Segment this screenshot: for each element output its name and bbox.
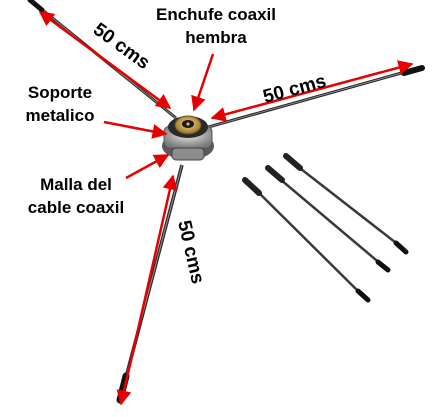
antenna-rod-icon <box>283 153 409 255</box>
label-connector-line1: Enchufe coaxil <box>156 5 276 24</box>
label-shield-line2: cable coaxil <box>28 198 124 217</box>
label-support-line1: Soporte <box>28 83 92 102</box>
arrow-shield-pointer <box>125 153 170 180</box>
spare-rods <box>242 153 409 303</box>
arrow-upper-left-length <box>38 10 172 110</box>
label-support-line2: metalico <box>26 106 95 125</box>
coaxial-connector-icon <box>162 115 214 161</box>
pointer-arrows <box>103 53 215 180</box>
label-shield-line1: Malla del <box>40 175 112 194</box>
label-connector-line2: hembra <box>185 28 247 47</box>
antenna-rod-icon <box>242 177 371 303</box>
arrow-connector-pointer <box>191 53 215 112</box>
antenna-rod-icon <box>265 165 391 273</box>
label-length-upper-left: 50 cms <box>89 19 153 74</box>
arrow-support-pointer <box>103 120 168 139</box>
arrow-lower-length <box>116 174 178 406</box>
arrow-right-length <box>210 60 414 122</box>
dimension-arrows <box>38 10 414 406</box>
label-length-lower: 50 cms <box>173 218 208 286</box>
